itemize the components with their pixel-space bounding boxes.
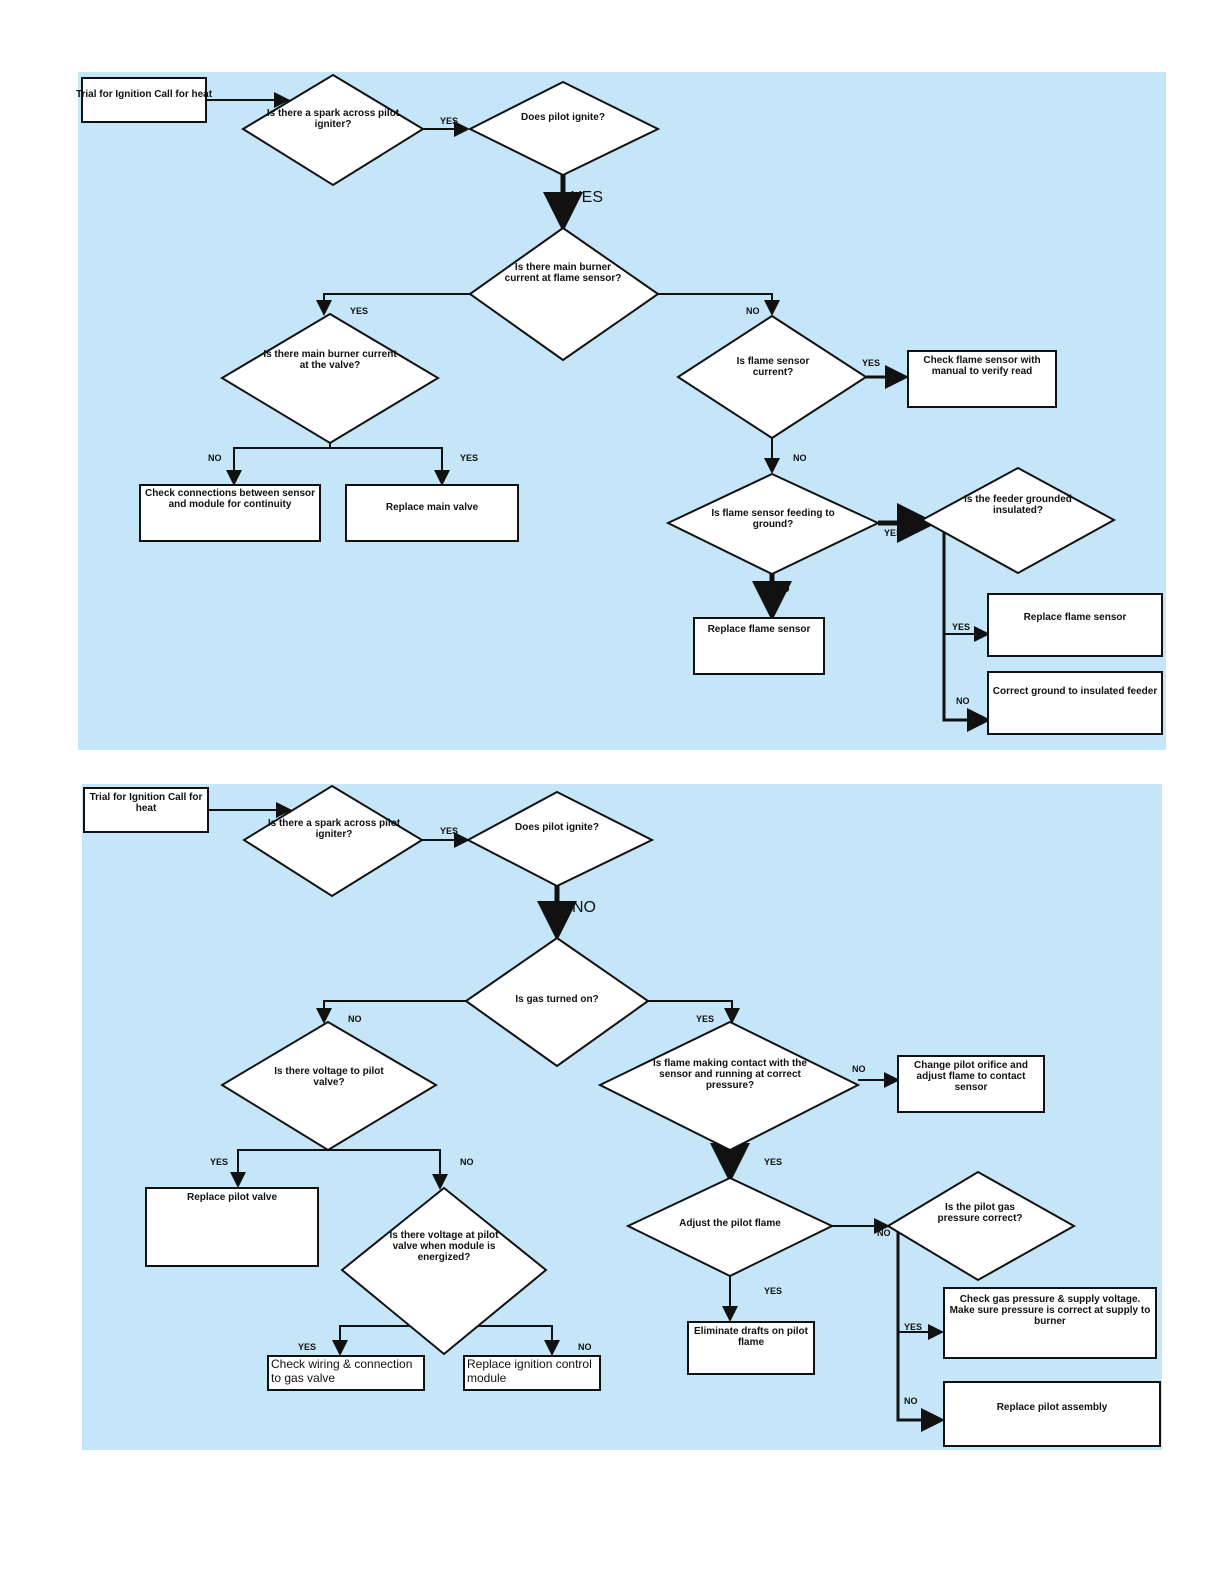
top-decision-spark	[241, 73, 425, 187]
bottom-decision-flame-contact	[597, 1020, 861, 1152]
edge-label-no-big: NO	[572, 899, 596, 916]
top-result-check-sensor	[907, 350, 1057, 408]
edge-label-yes: YES	[460, 453, 478, 463]
bottom-flame-contact-text: Is flame making contact with the sensor …	[653, 1058, 807, 1091]
bottom-decision-valve-voltage	[220, 1020, 438, 1152]
top-main-current-text: Is there main burner current at flame se…	[505, 262, 622, 284]
bottom-result-eliminate-drafts	[687, 1321, 815, 1375]
edge-label-yes: YES	[884, 528, 902, 538]
bottom-gas-pressure-text: Check gas pressure & supply voltage. Mak…	[950, 1294, 1151, 1327]
bottom-result-replace-module	[463, 1355, 601, 1391]
top-decision-valve-current	[220, 312, 440, 445]
edge-label-yes-big: YES	[571, 189, 603, 206]
edge-label-yes: YES	[764, 1157, 782, 1167]
top-decision-pilot	[467, 80, 661, 177]
bottom-wiring-text: Is there voltage at pilot valve when mod…	[390, 1230, 499, 1263]
edge-label-no: NO	[852, 1064, 866, 1074]
edge-label-yes: YES	[764, 1286, 782, 1296]
edge-label-no: NO	[578, 1342, 592, 1352]
bottom-replace-module-text: Replace ignition control module	[467, 1357, 592, 1385]
edge-label-yes: YES	[952, 622, 970, 632]
edge-label-yes: YES	[298, 1342, 316, 1352]
top-pilot-text: Does pilot ignite?	[521, 112, 605, 123]
bottom-spark-text: Is there a spark across pilot igniter?	[268, 818, 400, 840]
top-check-sensor-text: Check flame sensor with manual to verify…	[923, 355, 1040, 377]
bottom-decision-pilot-pressure	[886, 1170, 1077, 1282]
edge-label-no: NO	[348, 1014, 362, 1024]
bottom-check-wiring-text: Check wiring & connection to gas valve	[271, 1357, 412, 1385]
bottom-gas-text: Is gas turned on?	[515, 994, 598, 1005]
bottom-start-text: Trial for Ignition Call for heat	[90, 792, 203, 814]
bottom-adjust-text: Adjust the pilot flame	[679, 1218, 781, 1229]
top-decision-ground	[665, 472, 881, 576]
bottom-eliminate-drafts-text: Eliminate drafts on pilot flame	[694, 1326, 808, 1348]
top-result-check-wire	[139, 484, 321, 542]
bottom-result-replace-pilot-valve	[145, 1187, 319, 1267]
edge-label-no: NO	[793, 453, 807, 463]
bottom-decision-adjust	[625, 1176, 835, 1278]
bottom-result-gas-pressure	[943, 1287, 1157, 1359]
edge-label-no: NO	[904, 1396, 918, 1406]
bottom-decision-pilot	[465, 790, 655, 888]
bottom-connectors	[208, 802, 945, 1432]
top-replace-valve-text: Replace main valve	[386, 502, 478, 513]
top-result-correct-ground	[987, 671, 1163, 735]
edge-label-yes: YES	[904, 1322, 922, 1332]
top-correct-ground-text: Correct ground to insulated feeder	[993, 686, 1157, 697]
edge-label-no: NO	[460, 1157, 474, 1167]
edge-label-no: NO	[208, 453, 222, 463]
top-result-replace-sensor	[693, 617, 825, 675]
top-result-replace-flame	[987, 593, 1163, 657]
edge-label-no: NO	[776, 584, 790, 594]
top-decision-main-current	[468, 226, 660, 362]
top-check-wire-text: Check connections between sensor and mod…	[145, 488, 315, 510]
edge-label-no: NO	[746, 306, 760, 316]
edge-label-yes: YES	[350, 306, 368, 316]
top-result-replace-valve	[345, 484, 519, 542]
bottom-result-check-wiring	[267, 1355, 425, 1391]
top-ground-text: Is flame sensor feeding to ground?	[711, 508, 834, 530]
edge-label-yes: YES	[862, 358, 880, 368]
bottom-start-box	[83, 787, 209, 833]
bottom-decision-spark	[242, 784, 424, 898]
top-connectors	[206, 92, 991, 732]
bottom-replace-assembly-text: Replace pilot assembly	[997, 1402, 1108, 1413]
bottom-valve-voltage-text: Is there voltage to pilot valve?	[274, 1066, 383, 1088]
top-valve-current-text: Is there main burner current at the valv…	[263, 349, 396, 371]
top-sensor-text: Is flame sensor current?	[737, 356, 810, 378]
edge-label-no: NO	[956, 696, 970, 706]
bottom-change-orifice-text: Change pilot orifice and adjust flame to…	[914, 1060, 1028, 1093]
top-replace-sensor-text: Replace flame sensor	[708, 624, 811, 635]
edge-label-yes: YES	[440, 116, 458, 126]
top-decision-sensor	[676, 314, 868, 440]
bottom-result-replace-assembly	[943, 1381, 1161, 1447]
edge-label-yes: YES	[210, 1157, 228, 1167]
edge-label-yes: YES	[440, 826, 458, 836]
top-decision-feeder	[919, 466, 1117, 575]
edge-label-no: NO	[877, 1228, 891, 1238]
bottom-decision-wiring	[340, 1186, 548, 1356]
bottom-result-change-orifice	[897, 1055, 1045, 1113]
top-feeder-text: Is the feeder grounded insulated?	[964, 494, 1072, 516]
edge-label-yes: YES	[696, 1014, 714, 1024]
bottom-pilot-pressure-text: Is the pilot gas pressure correct?	[937, 1202, 1022, 1224]
bottom-decision-gas	[464, 936, 650, 1068]
bottom-pilot-text: Does pilot ignite?	[515, 822, 599, 833]
top-start-box	[81, 77, 207, 123]
top-spark-text: Is there a spark across pilot igniter?	[267, 108, 399, 130]
top-replace-flame-text: Replace flame sensor	[1024, 612, 1127, 623]
top-start-text: Trial for Ignition Call for heat	[76, 89, 213, 100]
bottom-replace-pilot-valve-text: Replace pilot valve	[187, 1192, 277, 1203]
